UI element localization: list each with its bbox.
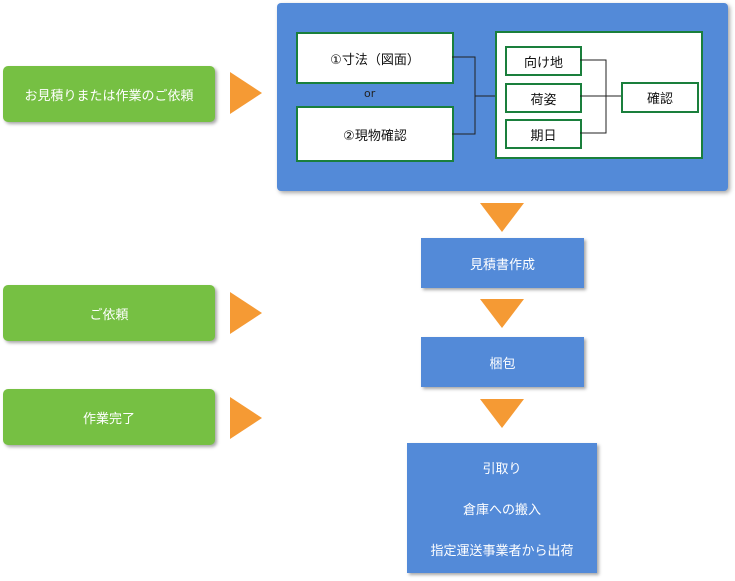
packing-style-box: 荷姿 [505, 83, 582, 113]
date-label: 期日 [530, 128, 557, 144]
or-label: or [364, 87, 376, 100]
date-box: 期日 [505, 119, 582, 149]
order-request-box: ご依頼 [3, 285, 215, 341]
dimensions-box: ①寸法（図面） [296, 32, 454, 84]
connector-date [580, 96, 607, 134]
packing-box: 梱包 [421, 337, 584, 387]
estimate-request-label: お見積りまたは作業のご依頼 [24, 88, 194, 104]
arrow-right-icon [230, 397, 262, 439]
confirm-label: 確認 [646, 92, 673, 107]
final-steps-list: 引取り 倉庫への搬入 指定運送事業者から出荷 [430, 458, 573, 559]
pickup-label: 引取り [482, 461, 522, 477]
work-complete-box: 作業完了 [3, 389, 215, 445]
confirm-box: 確認 [621, 82, 699, 113]
connector-dimensions [452, 56, 495, 97]
dimensions-label: ①寸法（図面） [330, 52, 420, 68]
destination-box: 向け地 [505, 46, 582, 76]
packing-style-label: 荷姿 [530, 92, 557, 108]
work-complete-label: 作業完了 [82, 411, 135, 427]
destination-label: 向け地 [523, 55, 563, 71]
shipping-label: 指定運送事業者から出荷 [430, 543, 574, 559]
connector-destination [580, 59, 621, 97]
onsite-check-box: ②現物確認 [296, 106, 454, 162]
warehouse-label: 倉庫への搬入 [462, 502, 541, 518]
estimate-request-box: お見積りまたは作業のご依頼 [3, 66, 215, 122]
arrow-right-icon [230, 292, 262, 334]
arrow-down-icon [480, 203, 524, 232]
final-steps-box: 引取り 倉庫への搬入 指定運送事業者から出荷 [407, 443, 597, 573]
order-request-label: ご依頼 [89, 307, 129, 323]
onsite-check-label: ②現物確認 [343, 128, 407, 144]
packing-label: 梱包 [489, 356, 516, 372]
arrow-down-icon [480, 399, 524, 428]
arrow-right-icon [230, 72, 262, 114]
quotation-label: 見積書作成 [469, 257, 535, 273]
arrow-down-icon [480, 299, 524, 328]
connector-onsite [452, 96, 476, 135]
quotation-box: 見積書作成 [421, 238, 584, 288]
